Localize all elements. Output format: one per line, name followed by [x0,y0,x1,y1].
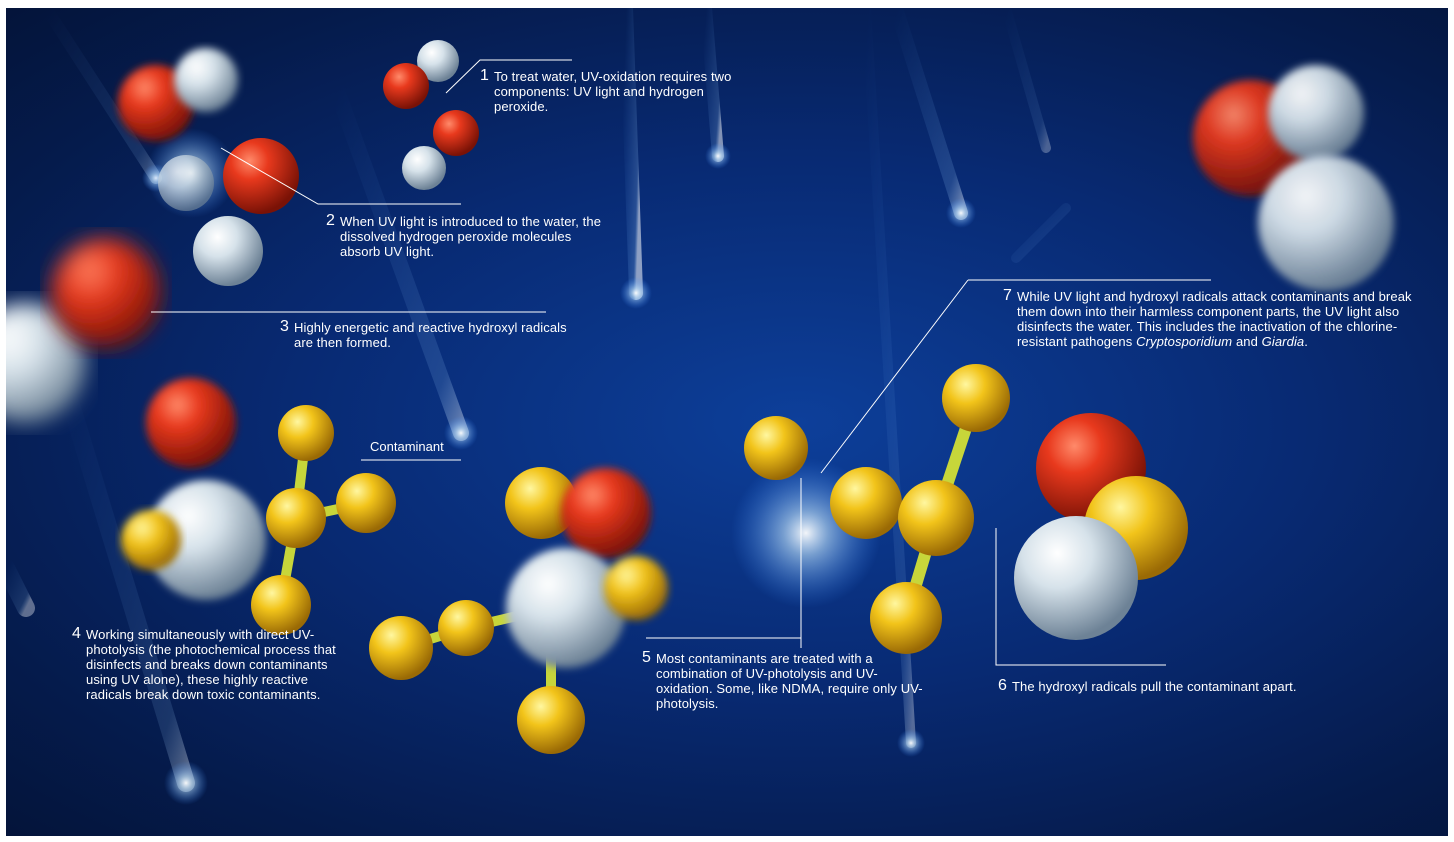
contaminant-molecule-center [369,467,668,754]
step-number: 5 [642,649,651,666]
step-text: While UV light and hydroxyl radicals att… [1017,289,1442,349]
hydrogen-peroxide-molecule [383,40,479,190]
hydroxyl-radical-left [6,238,161,423]
contaminant-molecule-breaking [744,364,1010,654]
step-5-caption: 5 Most contaminants are treated with a c… [642,650,926,712]
step-text: When UV light is introduced to the water… [340,214,602,259]
step-3-caption: 3 Highly energetic and reactive hydroxyl… [280,319,574,351]
step-number: 2 [326,212,335,229]
step-6-caption: 6 The hydroxyl radicals pull the contami… [998,678,1392,695]
step-2-caption: 2 When UV light is introduced to the wat… [326,213,610,260]
step-text: Most contaminants are treated with a com… [656,651,923,711]
step-text: The hydroxyl radicals pull the contamina… [1012,679,1297,694]
step-text-part: . [1304,334,1308,349]
step-number: 6 [998,677,1007,694]
step-4-caption: 4 Working simultaneously with direct UV-… [72,626,346,703]
water-molecule-right [1193,65,1394,291]
leader-lines [151,59,1211,666]
illustration [6,8,1394,805]
contaminant-molecule-left [121,378,396,635]
step-number: 3 [280,318,289,335]
step-number: 1 [480,67,489,84]
step-text: Highly energetic and reactive hydroxyl r… [294,320,567,350]
step-text: Working simultaneously with direct UV-ph… [86,627,336,702]
pathogen-name: Cryptosporidium [1136,334,1233,349]
step-text-part: and [1232,334,1262,349]
pathogen-name: Giardia [1261,334,1305,349]
splitting-peroxide-molecule [118,48,299,286]
step-7-caption: 7 While UV light and hydroxyl radicals a… [1003,288,1442,350]
infographic-canvas: 1 To treat water, UV-oxidation requires … [6,8,1448,836]
hydroxyl-radical-right [1014,413,1188,640]
contaminant-label: Contaminant [370,439,444,454]
step-1-caption: 1 To treat water, UV-oxidation requires … [480,68,744,115]
step-text-part: While UV light and hydroxyl radicals att… [1017,289,1412,349]
step-text: To treat water, UV-oxidation requires tw… [494,69,732,114]
step-number: 7 [1003,287,1012,304]
step-number: 4 [72,625,81,642]
